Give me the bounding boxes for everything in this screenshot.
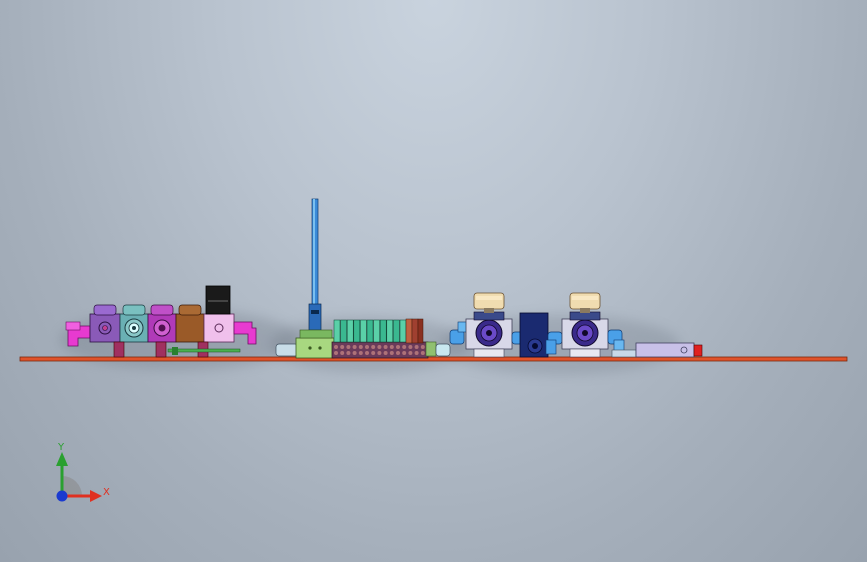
base-dot xyxy=(420,345,425,349)
left-valve-manifold[interactable] xyxy=(65,285,257,358)
base-dot xyxy=(352,351,357,355)
base-dot xyxy=(402,351,407,355)
base-dot xyxy=(383,351,388,355)
base-dot xyxy=(408,351,413,355)
base-dot xyxy=(420,351,425,355)
base-dot xyxy=(358,351,363,355)
x-axis-label: X xyxy=(103,487,110,498)
base-dot xyxy=(346,345,351,349)
base-dot xyxy=(371,345,376,349)
cylinder-segment xyxy=(353,319,361,343)
base-dot xyxy=(414,351,419,355)
cylinder-segment xyxy=(399,319,407,343)
y-axis-label: Y xyxy=(58,442,65,453)
right-motor-units[interactable] xyxy=(449,292,625,358)
base-dot xyxy=(402,345,407,349)
center-cylinder-block[interactable] xyxy=(275,198,451,359)
cylinder-segment xyxy=(333,319,341,343)
base-dot xyxy=(365,345,369,349)
base-dot xyxy=(371,351,376,355)
cylinder-segment xyxy=(393,319,400,343)
base-dot xyxy=(396,351,400,355)
base-dot xyxy=(346,351,351,355)
base-dot xyxy=(414,345,419,349)
cylinder-segment xyxy=(386,319,394,343)
base-plate[interactable] xyxy=(19,356,848,362)
base-dot xyxy=(408,345,413,349)
cylinder-segment xyxy=(346,319,354,343)
base-dot xyxy=(358,345,363,349)
base-dot xyxy=(334,351,338,355)
base-dot xyxy=(377,351,382,355)
base-dot xyxy=(352,345,357,349)
base-dot xyxy=(383,345,388,349)
coordinate-triad xyxy=(56,452,102,502)
base-dot xyxy=(396,345,400,349)
cylinder-segment xyxy=(373,319,380,343)
base-dot xyxy=(365,351,369,355)
cylinder-segment xyxy=(340,319,347,343)
base-dot xyxy=(340,345,345,349)
cylinder-segment xyxy=(366,319,374,343)
base-dot xyxy=(389,351,394,355)
base-dot xyxy=(377,345,382,349)
base-dot xyxy=(389,345,394,349)
triad-plane-icon xyxy=(62,476,82,496)
base-dot xyxy=(340,351,345,355)
cylinder-segment xyxy=(360,319,367,343)
right-slide-actuator[interactable] xyxy=(611,342,703,358)
cylinder-segment xyxy=(379,319,387,343)
base-dot xyxy=(334,345,338,349)
z-axis-icon xyxy=(56,490,68,502)
